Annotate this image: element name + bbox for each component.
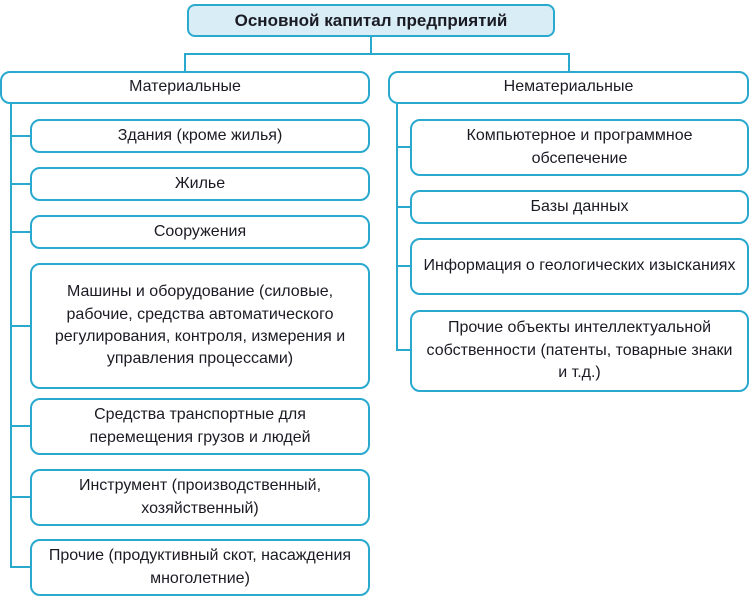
connector-stub: [396, 146, 410, 148]
node-transport: Средства транспортные для перемещения гр…: [30, 398, 370, 455]
node-material-header: Материальные: [0, 71, 370, 104]
connector-stub: [10, 183, 30, 185]
node-other-intangible: Прочие объекты интеллектуальной собствен…: [410, 310, 749, 392]
connector-stub: [396, 206, 410, 208]
node-housing: Жилье: [30, 167, 370, 201]
node-intangible-header: Нематериальные: [388, 71, 749, 104]
connector-stub: [10, 325, 30, 327]
node-machines: Машины и оборудование (силовые, рабочие,…: [30, 263, 370, 389]
connector-left-drop: [184, 53, 186, 71]
connector-right-spine: [396, 104, 398, 351]
node-root: Основной капитал предприятий: [187, 4, 555, 37]
node-buildings: Здания (кроме жилья): [30, 119, 370, 153]
connector-left-spine: [10, 104, 12, 568]
connector-stub: [10, 425, 30, 427]
node-software: Компьютерное и программное обсепечение: [410, 119, 749, 176]
connector-right-drop: [568, 53, 570, 71]
connector-stub: [396, 349, 410, 351]
connector-root-cross: [184, 53, 570, 55]
node-databases: Базы данных: [410, 190, 749, 224]
node-other-material: Прочие (продуктивный скот, насаждения мн…: [30, 539, 370, 596]
connector-stub: [396, 265, 410, 267]
node-geological-info: Информация о геологических изысканиях: [410, 238, 749, 295]
connector-stub: [10, 135, 30, 137]
connector-stub: [10, 566, 30, 568]
connector-stub: [10, 231, 30, 233]
connector-root-stem: [370, 37, 372, 53]
node-tools: Инструмент (производственный, хозяйствен…: [30, 469, 370, 526]
connector-stub: [10, 496, 30, 498]
node-structures: Сооружения: [30, 215, 370, 249]
